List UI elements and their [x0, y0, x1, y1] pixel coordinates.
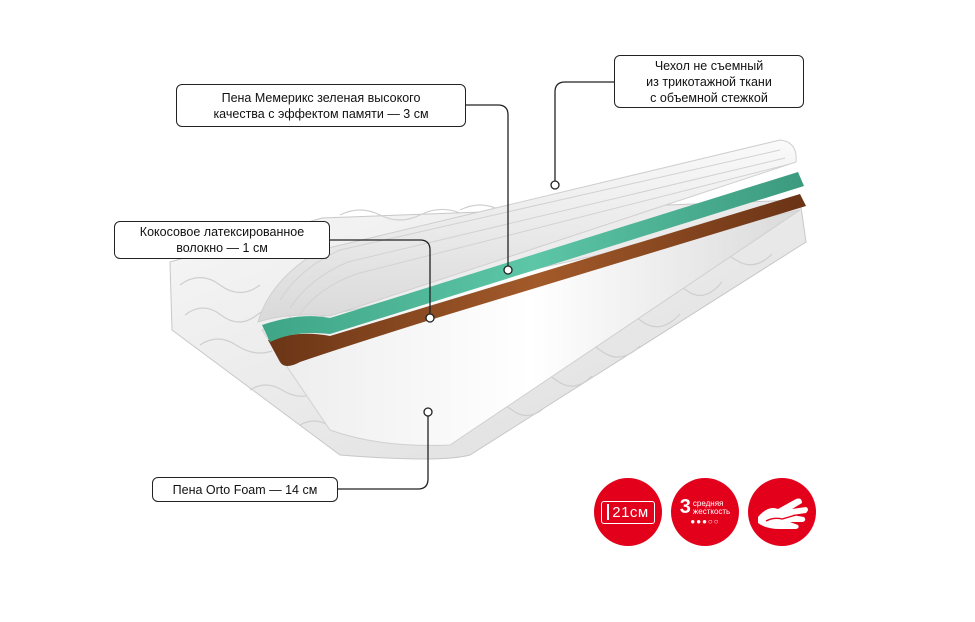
coconut-layer [268, 194, 806, 366]
firmness-word2: жесткость [692, 507, 731, 516]
callout-coconut-line2: волокно — 1 см [176, 241, 268, 255]
callout-cover-line3: с объемной стежкой [650, 90, 768, 105]
callout-memory-foam-line1: Пена Мемерикс зеленая высокого [221, 90, 421, 105]
height-frame: 21см [601, 500, 655, 524]
leader-lines [330, 81, 614, 490]
leader-dots [423, 180, 560, 417]
callout-cover-line1: Чехол не съемный [654, 58, 764, 73]
height-badge: 21см [594, 478, 662, 546]
height-value: 21см [612, 503, 649, 521]
firmness-word1: средняя [692, 499, 724, 508]
callout-cover-line2: из трикотажной ткани [646, 74, 772, 89]
callout-orto-foam-line1: Пена Orto Foam — 14 см [172, 482, 318, 497]
callout-memory-foam: Пена Мемерикс зеленая высокого качества … [176, 84, 466, 127]
firmness-dots: ●●●○○ [690, 517, 720, 526]
callout-orto-foam: Пена Orto Foam — 14 см [152, 477, 338, 502]
hand-print-icon [758, 498, 808, 529]
callout-coconut-line1: Кокосовое латексированное [139, 225, 305, 239]
cover-layer [257, 139, 797, 323]
height-ruler-icon [607, 504, 610, 520]
firmness-number: 3 [679, 496, 691, 518]
memory-foam-layer [262, 172, 804, 342]
memory-effect-badge [748, 478, 816, 546]
firmness-badge: 3 средняя жесткость ●●●○○ [671, 478, 739, 546]
callout-coconut: Кокосовое латексированное волокно — 1 см [114, 221, 330, 259]
callout-memory-foam-line2: качества с эффектом памяти — 3 см [213, 106, 429, 121]
callout-cover: Чехол не съемный из трикотажной ткани с … [614, 55, 804, 108]
